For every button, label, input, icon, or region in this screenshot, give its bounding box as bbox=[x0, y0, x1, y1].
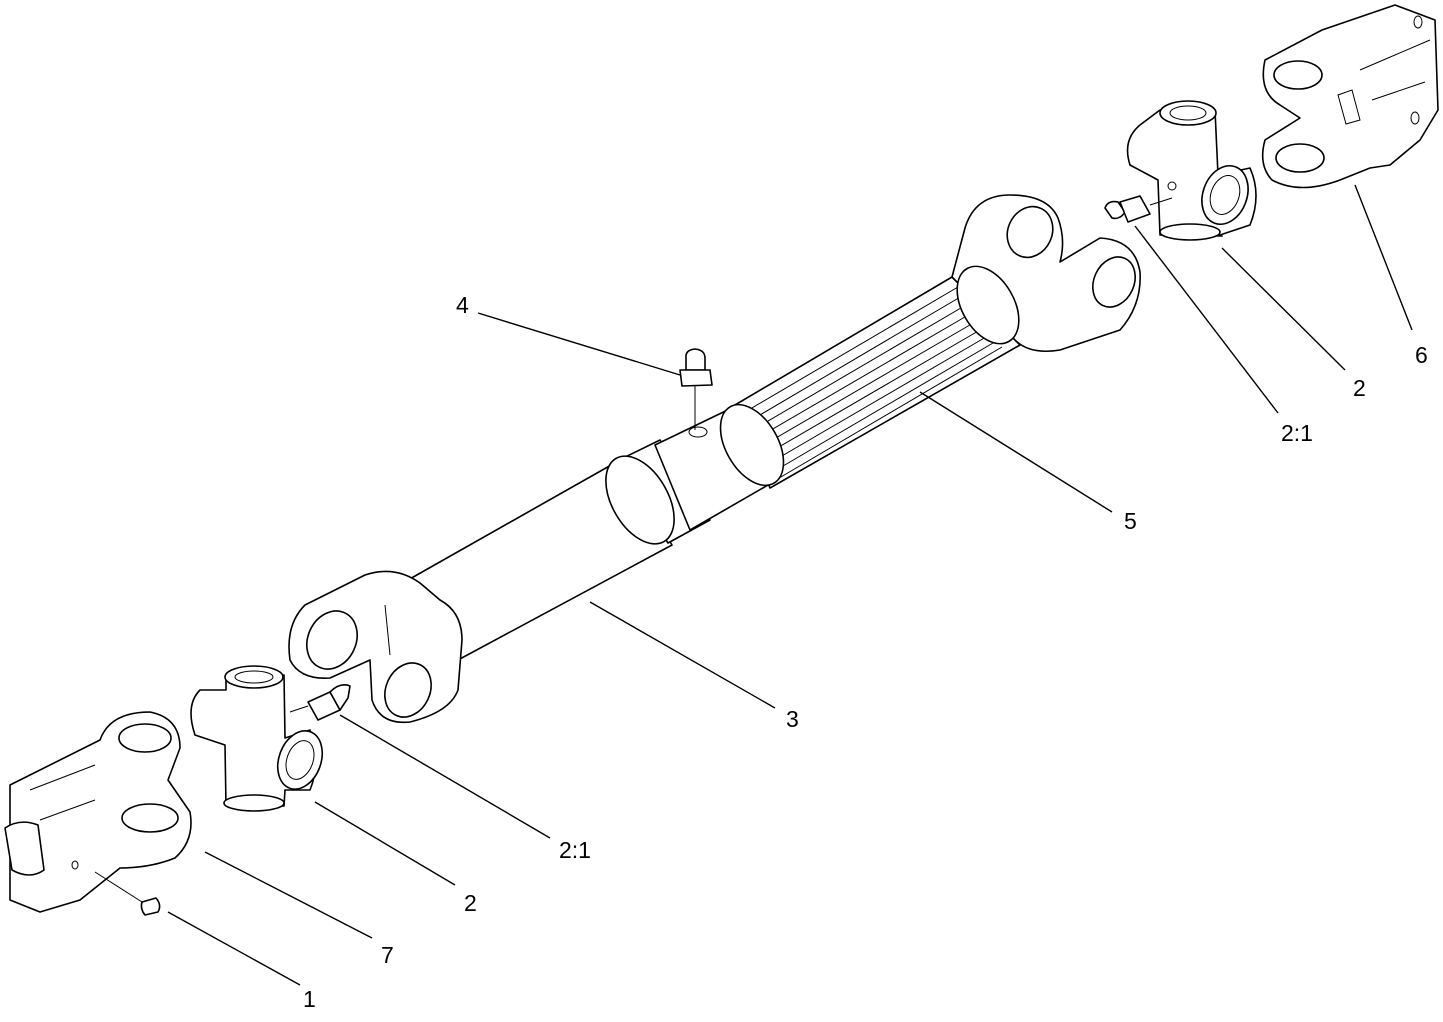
leader-21-left bbox=[339, 714, 551, 839]
leader-3 bbox=[589, 601, 776, 709]
leader-21-right bbox=[1134, 225, 1279, 414]
callout-1: 1 bbox=[303, 986, 316, 1012]
leader-7 bbox=[204, 851, 373, 939]
leader-5 bbox=[919, 391, 1113, 513]
end-yoke-right-part bbox=[1261, 4, 1439, 189]
leader-6 bbox=[1354, 184, 1413, 331]
splined-shaft-yoke-part bbox=[734, 194, 1141, 489]
callout-labels: 1 7 2 2:1 3 4 5 2:1 2 6 bbox=[303, 292, 1428, 1012]
callout-3: 3 bbox=[786, 706, 799, 732]
grease-fitting-part bbox=[679, 348, 713, 430]
leader-4 bbox=[477, 312, 681, 376]
callout-6: 6 bbox=[1415, 342, 1428, 368]
set-screw-part bbox=[94, 871, 161, 916]
callout-2-left: 2 bbox=[464, 890, 477, 916]
end-yoke-left-part bbox=[4, 711, 192, 913]
callout-2-1-left: 2:1 bbox=[559, 837, 591, 863]
leader-lines bbox=[167, 184, 1413, 986]
callout-2-1-right: 2:1 bbox=[1281, 420, 1313, 446]
cross-bearing-left-part bbox=[190, 665, 324, 812]
leader-2-right bbox=[1221, 247, 1346, 371]
leader-2-left bbox=[314, 801, 456, 886]
zerk-fitting-right-part bbox=[1104, 195, 1173, 223]
callout-4: 4 bbox=[456, 292, 469, 318]
callout-5: 5 bbox=[1124, 508, 1137, 534]
callout-7: 7 bbox=[381, 942, 394, 968]
callout-2-right: 2 bbox=[1353, 375, 1366, 401]
cross-bearing-right-part bbox=[1126, 100, 1257, 241]
leader-1 bbox=[167, 911, 301, 986]
outer-tube-yoke-part bbox=[288, 403, 785, 724]
zerk-fitting-left-part bbox=[289, 684, 351, 721]
